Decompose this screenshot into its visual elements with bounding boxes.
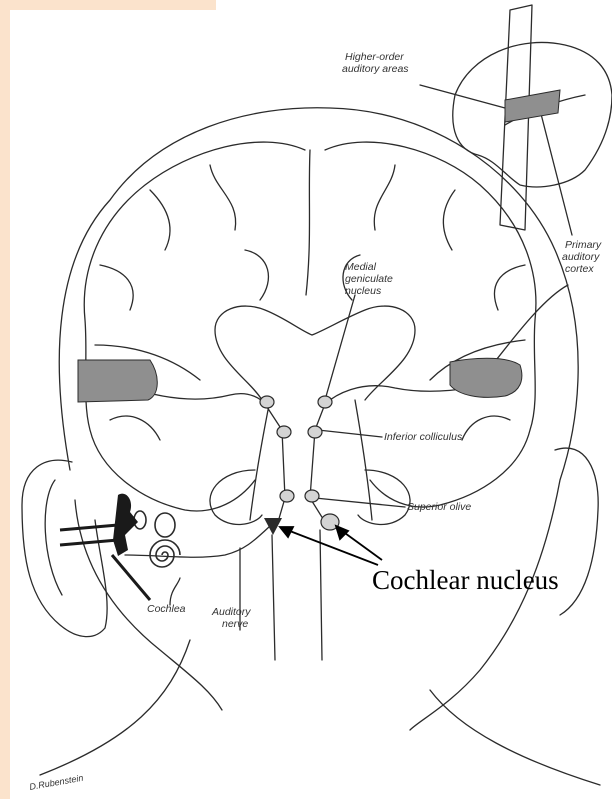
medial-geniculate-left	[260, 396, 274, 408]
higher-order-leader	[420, 85, 505, 108]
cochlear-nucleus-label: Cochlear nucleus	[372, 565, 559, 595]
inferior-colliculus-leader	[318, 430, 382, 437]
spinal-cord-left	[272, 535, 275, 660]
label-medial-3: nucleus	[345, 285, 382, 297]
superior-olive-left	[280, 490, 294, 502]
sulcus-left-5	[110, 416, 160, 440]
primary-cortex-leader	[540, 110, 572, 235]
label-inferior-colliculus: Inferior colliculus	[384, 431, 463, 443]
sulcus-left-2	[210, 165, 236, 230]
sulcus-left-1	[150, 190, 170, 250]
label-medial-2: geniculate	[345, 273, 393, 285]
label-medial-1: Medial	[345, 261, 377, 273]
label-auditory-nerve-1: Auditory	[211, 606, 251, 618]
primary-cortex-leader-2	[492, 285, 568, 365]
label-primary-1: Primary	[565, 239, 602, 251]
sulcus-left-3	[100, 265, 133, 310]
label-cochlea: Cochlea	[147, 603, 186, 615]
left-ear-inner	[45, 480, 62, 595]
spinal-cord-right	[320, 530, 322, 660]
left-ear	[22, 460, 107, 636]
label-higher-order-2: auditory areas	[342, 63, 409, 75]
neck-right	[430, 690, 600, 785]
medial-geniculate-right	[318, 396, 332, 408]
nerve-fiber	[125, 526, 270, 557]
sulcus-left-4	[245, 250, 268, 300]
arrowhead-left	[280, 527, 293, 537]
longitudinal-fissure	[306, 150, 310, 295]
label-primary-2: auditory	[562, 251, 600, 263]
superior-olive-right	[305, 490, 319, 502]
label-superior-olive: Superior olive	[407, 501, 471, 513]
side-strip	[0, 0, 10, 799]
inferior-colliculus-right	[308, 426, 322, 438]
sulcus-right-5	[462, 416, 510, 440]
auditory-cortex-right	[450, 358, 522, 397]
auditory-cortex-left	[78, 360, 157, 402]
sulcus-right-3	[494, 265, 525, 310]
inset-shaded-area	[505, 90, 560, 122]
label-auditory-nerve-2: nerve	[222, 618, 248, 630]
sulcus-right-2	[374, 165, 395, 230]
cochlea-spiral	[150, 540, 180, 567]
semicircular-canal-1	[155, 513, 175, 537]
sulcus-right-1	[443, 190, 455, 250]
medial-geniculate-leader	[325, 295, 355, 400]
top-strip	[0, 0, 216, 10]
label-primary-3: cortex	[565, 263, 594, 275]
right-ear	[555, 448, 598, 615]
neck-left	[40, 640, 190, 775]
cochlea-leader	[170, 578, 180, 605]
brainstem-left	[250, 400, 270, 520]
inferior-colliculus-left	[277, 426, 291, 438]
cerebellum-right	[358, 470, 410, 524]
brain-outline	[84, 142, 536, 511]
artist-signature: D.Rubenstein	[29, 773, 84, 792]
arrowhead-right	[336, 526, 348, 539]
label-higher-order-1: Higher-order	[345, 51, 404, 63]
cerebellum-left	[210, 470, 262, 524]
